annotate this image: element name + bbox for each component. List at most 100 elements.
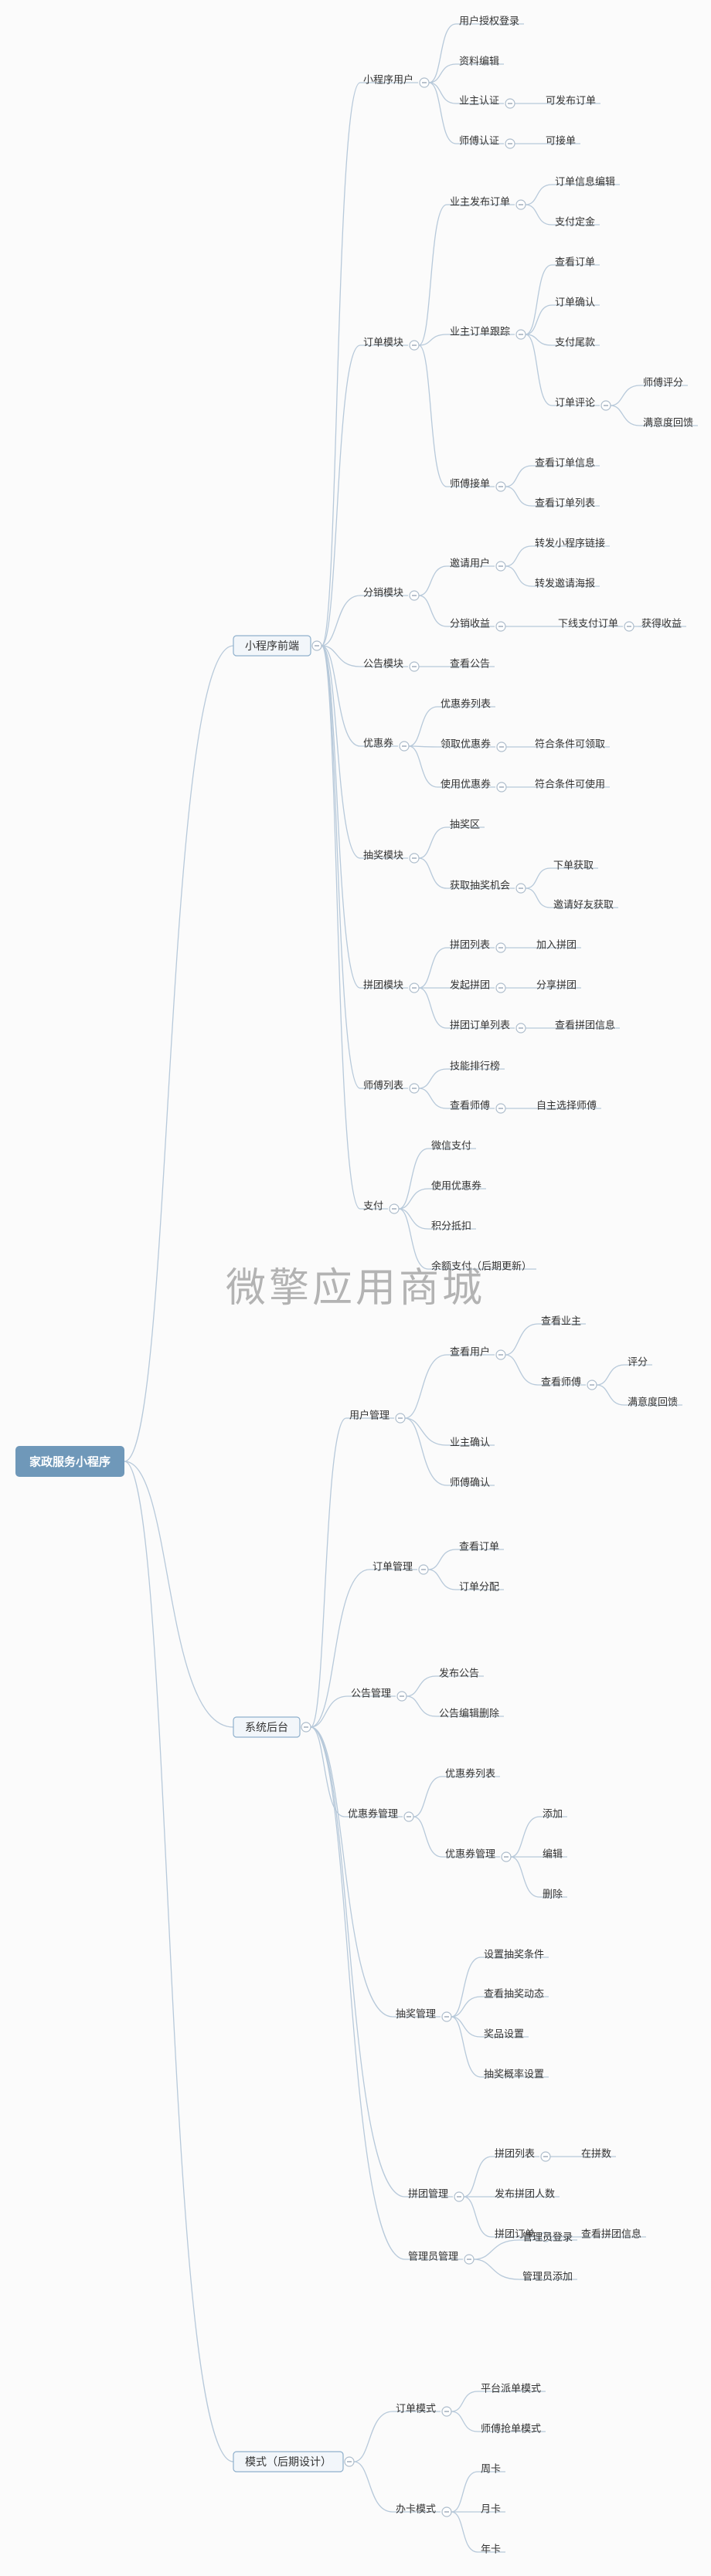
collapse-toggle-icon[interactable] [399, 741, 410, 752]
node-b0-0-3-0: 可接单 [546, 135, 576, 148]
collapse-toggle-icon[interactable] [301, 1722, 311, 1733]
collapse-toggle-icon[interactable] [495, 942, 506, 953]
node-b0-6-1-0: 分享拼团 [536, 979, 577, 992]
collapse-toggle-icon[interactable] [496, 742, 507, 752]
collapse-toggle-icon[interactable] [409, 1083, 420, 1094]
collapse-toggle-icon[interactable] [495, 983, 506, 993]
collapse-toggle-icon[interactable] [464, 2254, 475, 2265]
collapse-toggle-icon[interactable] [515, 329, 526, 340]
node-b0-2-1-0: 下线支付订单 [558, 619, 618, 630]
node-b0-0-3: 师傅认证 [459, 136, 499, 148]
collapse-toggle-icon[interactable] [311, 640, 322, 651]
node-b0-4-2-0: 符合条件可使用 [535, 779, 605, 791]
collapse-toggle-icon[interactable] [409, 590, 420, 601]
link-b1-3-0 [413, 1776, 443, 1817]
collapse-toggle-icon[interactable] [441, 2506, 452, 2517]
link-b1-1 [310, 1569, 370, 1728]
collapse-toggle-icon[interactable] [418, 1564, 429, 1575]
link-b1-1-0 [427, 1549, 457, 1570]
collapse-toggle-icon[interactable] [540, 2232, 551, 2242]
node-b0-1-1-2: 支付尾款 [555, 338, 595, 349]
node-b0-1-0-0: 订单信息编辑 [555, 176, 615, 188]
link-b0-1-0-0 [525, 184, 553, 205]
collapse-toggle-icon[interactable] [409, 853, 420, 864]
collapse-toggle-icon[interactable] [389, 1203, 400, 1214]
node-b0-1-1-3-1: 满意度回馈 [643, 417, 693, 429]
collapse-toggle-icon[interactable] [495, 1349, 506, 1360]
link-b1 [124, 1461, 234, 1728]
node-b0-8: 支付 [363, 1201, 383, 1213]
link-b0-1-2-0 [505, 465, 532, 487]
link-b1-4-1 [451, 1996, 481, 2018]
collapse-toggle-icon[interactable] [403, 1811, 414, 1822]
collapse-toggle-icon[interactable] [515, 1023, 526, 1033]
link-b0-5 [321, 645, 361, 859]
collapse-toggle-icon[interactable] [495, 621, 506, 632]
node-b1-2-0: 发布公告 [439, 1668, 479, 1680]
collapse-toggle-icon[interactable] [441, 2011, 452, 2022]
root-node[interactable] [15, 1446, 124, 1477]
link-b1-0-0-1-1 [596, 1384, 625, 1406]
node-b0-2-1: 分销收益 [450, 619, 490, 630]
collapse-toggle-icon[interactable] [409, 340, 420, 351]
node-b1-6-1: 管理员添加 [522, 2272, 573, 2283]
collapse-toggle-icon[interactable] [409, 661, 420, 672]
link-b0-3 [321, 645, 361, 667]
branch-b1[interactable] [233, 1716, 301, 1738]
collapse-toggle-icon[interactable] [600, 400, 611, 411]
link-b0-0 [321, 82, 361, 647]
collapse-toggle-icon[interactable] [344, 2456, 355, 2467]
node-b0-0-2-0: 可发布订单 [546, 95, 596, 107]
collapse-toggle-icon[interactable] [419, 77, 430, 88]
link-b0-6 [321, 645, 361, 989]
collapse-toggle-icon[interactable] [587, 1380, 597, 1390]
collapse-toggle-icon[interactable] [505, 138, 515, 149]
collapse-toggle-icon[interactable] [495, 561, 506, 572]
link-b0-4-0 [408, 706, 438, 747]
node-b0-8-0: 微信支付 [431, 1141, 471, 1152]
link-b0-5-0 [418, 826, 447, 859]
link-b0-0-0 [428, 23, 457, 83]
link-b1-0 [310, 1417, 347, 1728]
collapse-toggle-icon[interactable] [540, 2151, 551, 2162]
node-b1-2: 公告管理 [351, 1688, 391, 1700]
collapse-toggle-icon[interactable] [501, 1851, 512, 1862]
node-b2-1-2: 年卡 [481, 2544, 501, 2556]
branch-b2[interactable] [233, 2451, 344, 2472]
link-b0-4-2 [408, 745, 438, 788]
link-b1-0-0-1 [505, 1354, 539, 1386]
node-b1-2-1: 公告编辑删除 [439, 1709, 499, 1720]
link-b0-1-1-0 [525, 264, 553, 335]
node-b0-1-1-3-0: 师傅评分 [643, 378, 683, 389]
collapse-toggle-icon[interactable] [515, 883, 526, 894]
node-b0-0-1: 资料编辑 [459, 56, 499, 68]
collapse-toggle-icon[interactable] [409, 983, 420, 993]
collapse-toggle-icon[interactable] [441, 2406, 452, 2417]
link-b1-6 [310, 1726, 406, 2260]
node-b0-3: 公告模块 [363, 659, 403, 670]
collapse-toggle-icon[interactable] [454, 2191, 464, 2202]
link-b1-4-3 [451, 2016, 481, 2078]
link-b1-5-0 [463, 2156, 492, 2198]
collapse-toggle-icon[interactable] [624, 621, 634, 632]
collapse-toggle-icon[interactable] [396, 1691, 407, 1702]
link-b0-1-1-3 [525, 334, 553, 406]
collapse-toggle-icon[interactable] [395, 1413, 406, 1424]
link-b0-8-0 [398, 1148, 429, 1210]
collapse-toggle-icon[interactable] [495, 1103, 506, 1114]
collapse-toggle-icon[interactable] [515, 199, 526, 210]
collapse-toggle-icon[interactable] [505, 98, 515, 109]
branch-b0[interactable] [233, 635, 311, 657]
node-b0-4-1: 领取优惠券 [441, 738, 491, 751]
node-b1-4-2: 奖品设置 [484, 2029, 524, 2041]
link-b0-6-0 [418, 947, 447, 989]
node-b2-0-1: 师傅抢单模式 [481, 2423, 541, 2435]
node-b1-0-0-1-0: 评分 [628, 1357, 648, 1369]
node-b0-5-1: 获取抽奖机会 [450, 881, 510, 892]
link-b2-1-0 [451, 2471, 478, 2513]
collapse-toggle-icon[interactable] [495, 481, 506, 492]
node-b0-1-2-0: 查看订单信息 [535, 457, 595, 470]
collapse-toggle-icon[interactable] [496, 782, 507, 792]
link-b0-1-1-3-0 [610, 385, 641, 406]
node-b0-1-1-1: 订单确认 [555, 297, 595, 309]
